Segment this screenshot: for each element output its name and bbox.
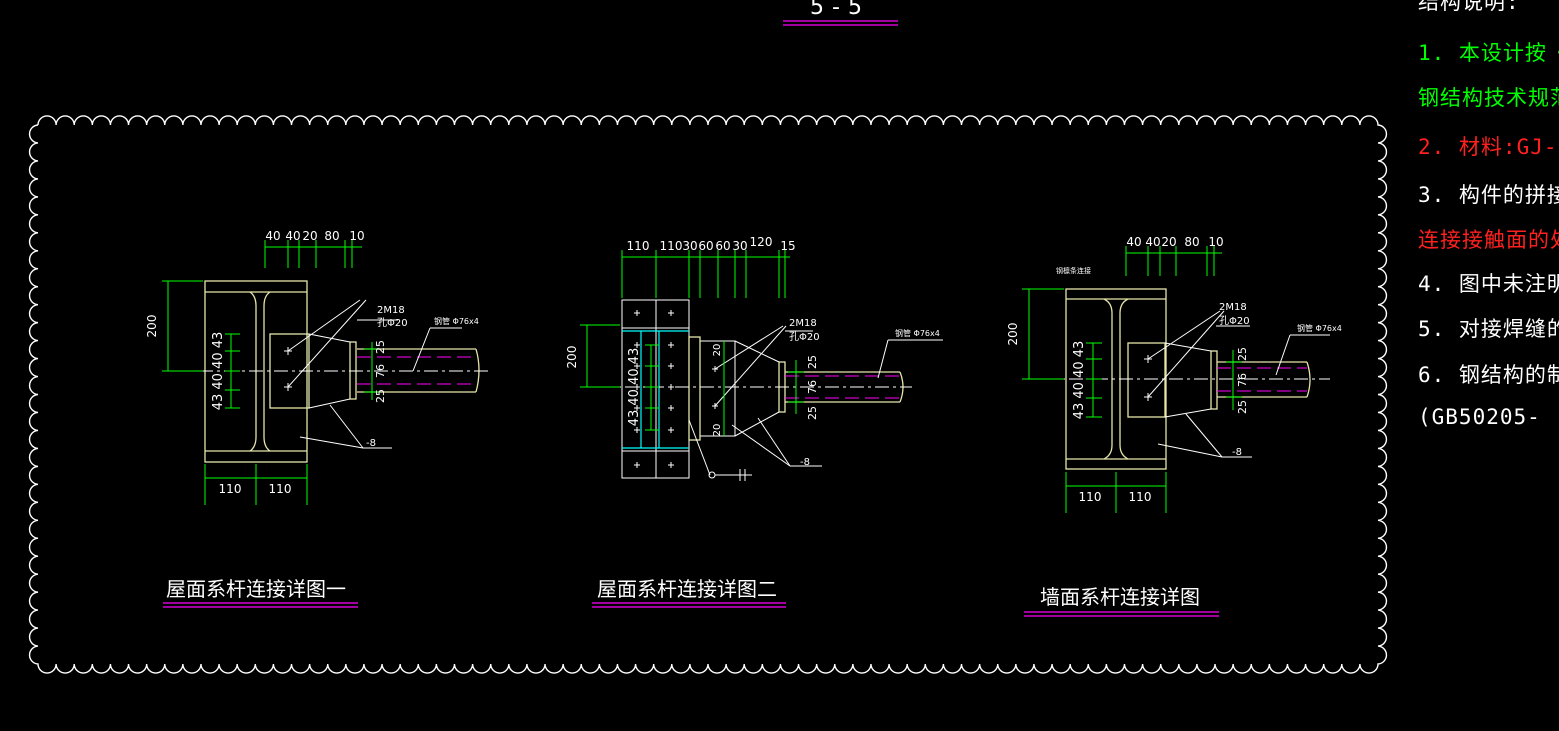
d1-left-dim: 200: [145, 315, 159, 338]
d3-top-dim-2: 20: [1161, 235, 1176, 249]
d3-bolt-label: 2M18: [1219, 302, 1247, 313]
d2-top-dim-3: 60: [698, 239, 713, 253]
d3-bottom-dim-0: 110: [1079, 490, 1102, 504]
d2-top-dim-7: 15: [780, 239, 795, 253]
d2-left-dim: 200: [565, 346, 579, 369]
d1-top-dim-2: 20: [302, 229, 317, 243]
note-5: 5. 对接焊缝的焊缝: [1418, 317, 1559, 341]
d1-pipe-dim-2: 25: [374, 389, 387, 403]
d1-pipe-dim-1: 76: [374, 364, 387, 378]
d3-hole-label: 孔Φ20: [1219, 315, 1250, 327]
d1-bolt-label: 2M18: [377, 305, 405, 316]
d2-top-dim-1: 110: [660, 239, 683, 253]
detail-2-bolt-crosses: [634, 310, 718, 468]
detail-1-dimensions: [162, 240, 380, 505]
title-underlines: [163, 602, 1219, 617]
note-1a: 1. 本设计按《钢结: [1418, 41, 1559, 65]
d1-top-dim-3: 80: [324, 229, 339, 243]
revision-cloud: [28, 115, 1388, 674]
d3-pipe-dim-0: 25: [1236, 347, 1249, 361]
d2-pipe-label: 钢管 Φ76x4: [895, 328, 940, 338]
detail-3: [1022, 246, 1330, 513]
d3-top-dim-4: 10: [1208, 235, 1223, 249]
d2-top-dim-6: 120: [750, 235, 773, 249]
d3-pipe-label: 钢管 Φ76x4: [1297, 323, 1342, 333]
d3-small-label: 钢檩条连接: [1056, 266, 1091, 275]
note-1b: 钢结构技术规范: [1418, 86, 1559, 110]
note-6b: (GB50205-: [1418, 405, 1541, 429]
d3-left-dim: 200: [1006, 323, 1020, 346]
d2-top-dim-0: 110: [627, 239, 650, 253]
d3-top-dim-0: 40: [1126, 235, 1141, 249]
d1-plate-label: -8: [366, 438, 376, 449]
detail-2: [580, 250, 943, 481]
d3-top-dim-3: 80: [1184, 235, 1199, 249]
d1-title: 屋面系杆连接详图一: [166, 577, 346, 601]
d2-plate-label: -8: [800, 457, 810, 468]
d2-bolt-label: 2M18: [789, 318, 817, 329]
detail-2-dimensions: [580, 250, 804, 436]
d1-pipe-label: 钢管 Φ76x4: [434, 316, 479, 326]
d2-plate-dim-1: 20: [712, 424, 723, 437]
note-6a: 6. 钢结构的制作和: [1418, 363, 1559, 387]
note-2: 2. 材料:GJ-1:钢: [1418, 135, 1559, 159]
detail-1: [162, 240, 490, 505]
note-3b: 连接接触面的处: [1418, 228, 1559, 252]
d1-top-dim-0: 40: [265, 229, 280, 243]
section-mark: 5-5: [810, 0, 870, 20]
note-4: 4. 图中未注明的角: [1418, 272, 1559, 296]
d2-plate-dim-0: 20: [712, 344, 723, 357]
d3-bolt-dims: 43 40 40 43: [1072, 341, 1087, 420]
d1-bottom-dim-1: 110: [269, 482, 292, 496]
detail-2-stiffeners: [622, 330, 689, 449]
d1-top-dim-1: 40: [285, 229, 300, 243]
notes-heading: 结构说明:: [1418, 0, 1520, 14]
d1-bottom-dim-0: 110: [219, 482, 242, 496]
d2-bolt-dims: 43 40 40 43: [627, 348, 642, 427]
d3-bottom-dim-1: 110: [1129, 490, 1152, 504]
d1-top-dim-4: 10: [349, 229, 364, 243]
d3-pipe-dim-1: 76: [1236, 373, 1249, 387]
detail-3-dimensions: [1022, 246, 1242, 513]
d2-pipe-dim-2: 25: [806, 406, 819, 420]
d3-pipe-dim-2: 25: [1236, 400, 1249, 414]
d2-hole-label: 孔Φ20: [789, 331, 820, 343]
d1-bolt-dims: 43 40 40 43: [211, 332, 226, 411]
d3-plate-label: -8: [1232, 447, 1242, 458]
d1-hole-label: 孔Φ20: [377, 317, 408, 329]
general-notes: 结构说明: 1. 本设计按《钢结 钢结构技术规范 2. 材料:GJ-1:钢 3.…: [1418, 0, 1559, 731]
d3-top-dim-1: 40: [1145, 235, 1160, 249]
d1-pipe-dim-0: 25: [374, 340, 387, 354]
d2-top-dim-5: 30: [732, 239, 747, 253]
d2-top-dim-4: 60: [715, 239, 730, 253]
d2-pipe-dim-0: 25: [806, 355, 819, 369]
d2-pipe-dim-1: 76: [806, 380, 819, 394]
d2-top-dim-2: 30: [682, 239, 697, 253]
d2-title: 屋面系杆连接详图二: [597, 577, 777, 601]
d3-title: 墙面系杆连接详图: [1040, 585, 1200, 609]
revision-cloud-outline: [28, 115, 1388, 674]
